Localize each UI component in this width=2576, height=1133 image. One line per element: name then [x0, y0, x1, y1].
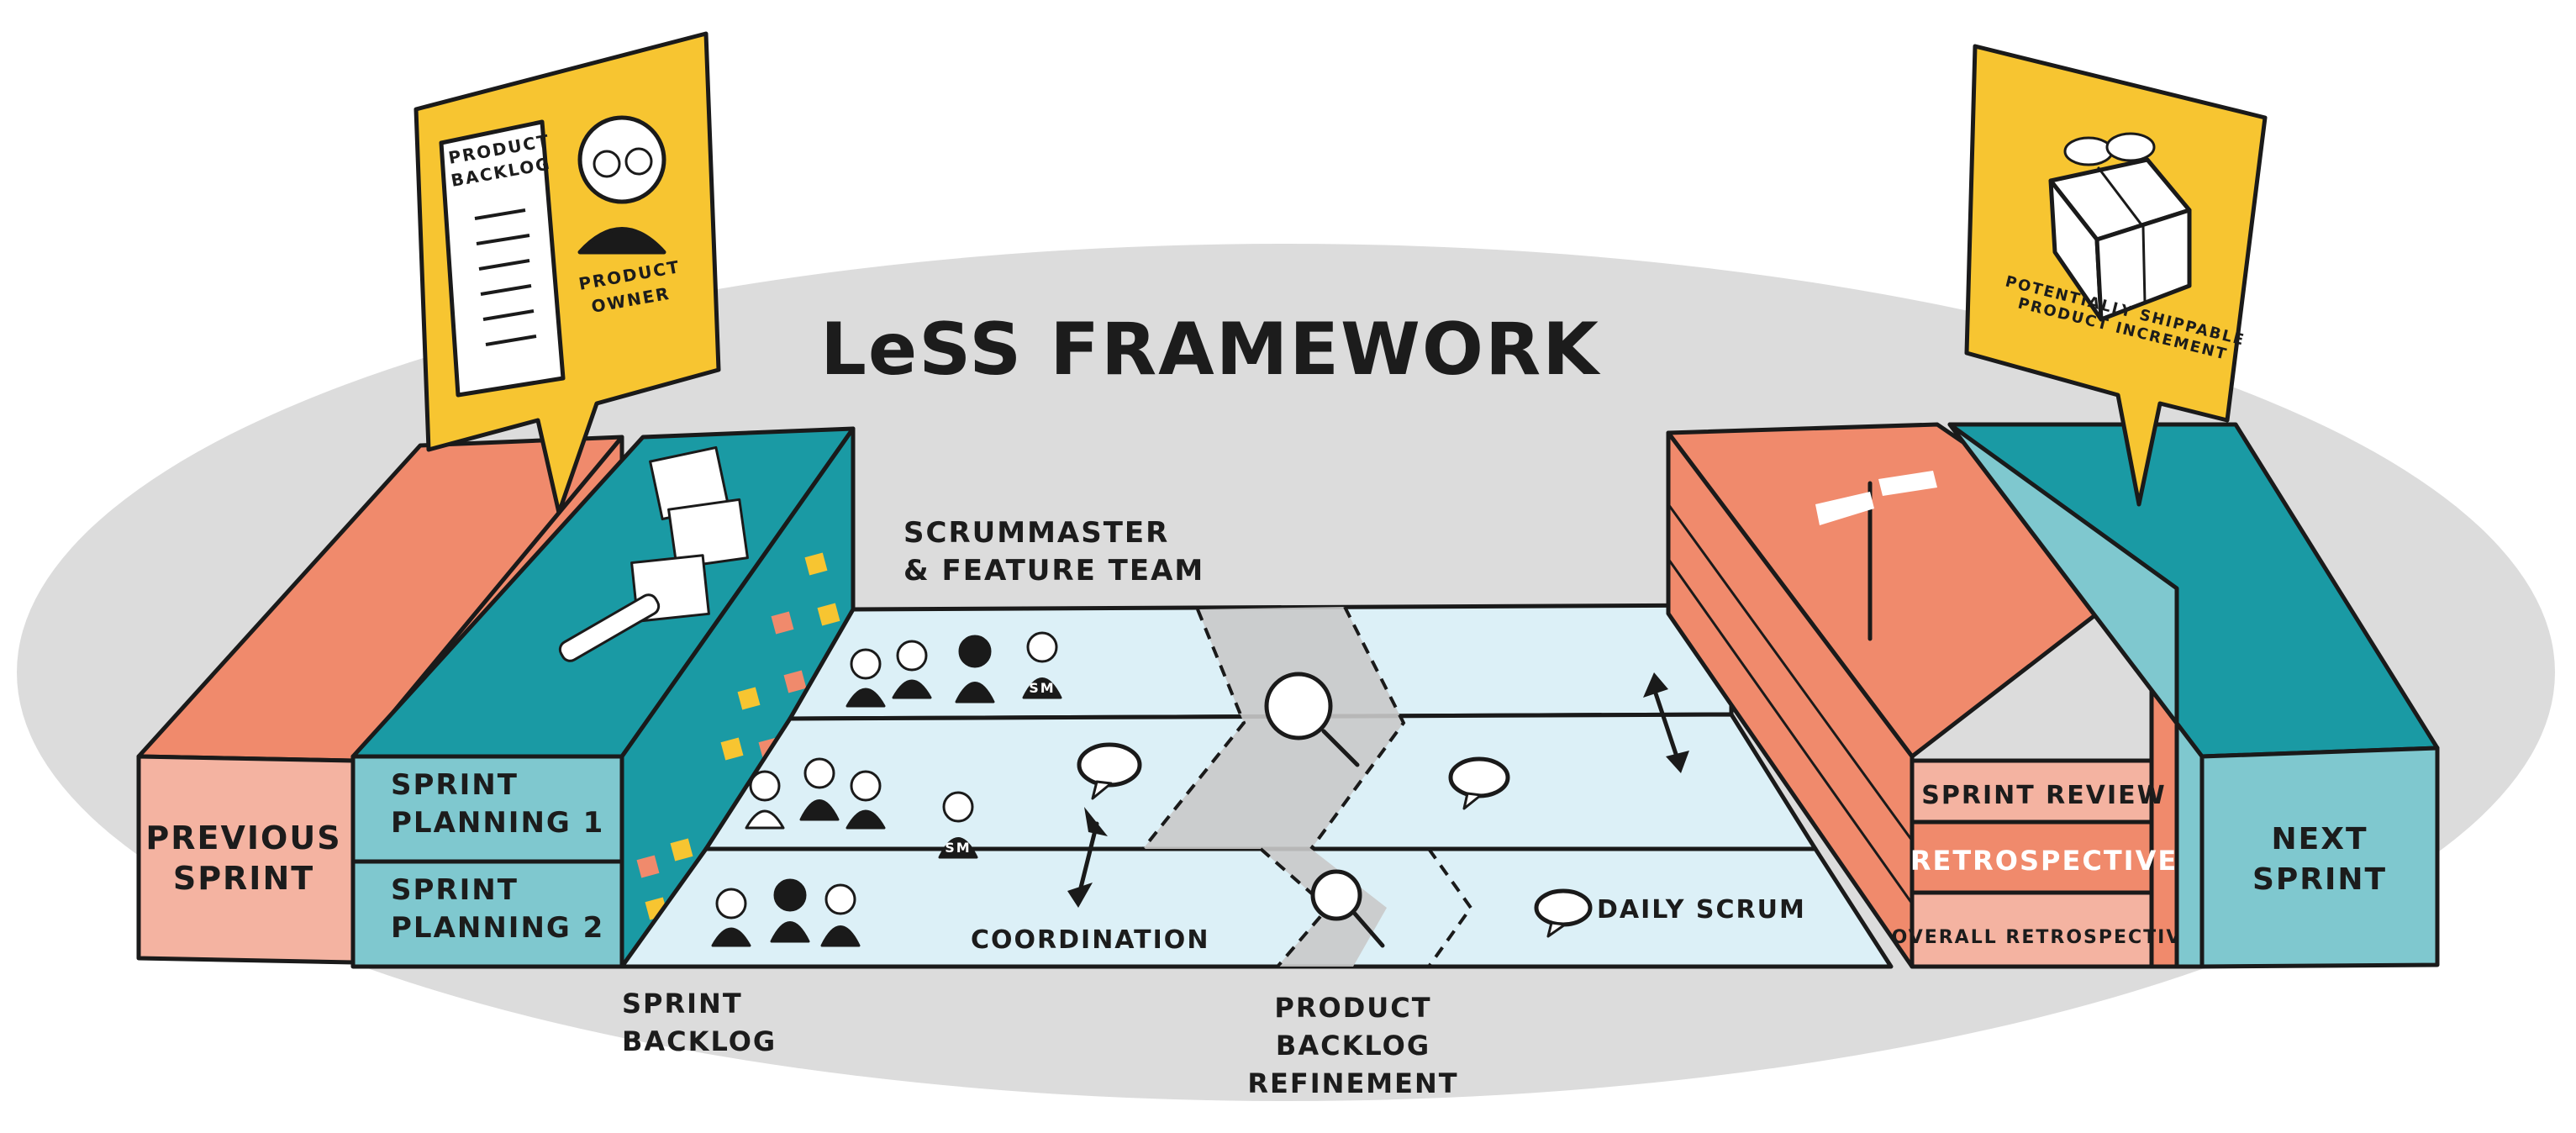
person-icon: [845, 770, 886, 830]
team-members-row2: [745, 757, 978, 859]
sprint-planning-block: [350, 426, 856, 969]
next-sprint-block: [1947, 422, 2440, 969]
refinement-line2: BACKLOG: [1276, 1030, 1430, 1062]
sprint-backlog-line2: BACKLOG: [622, 1025, 777, 1057]
signpost-icon: [1815, 471, 1937, 641]
person-icon: [770, 878, 810, 943]
scrummaster-team-line2: & FEATURE TEAM: [903, 554, 1204, 588]
next-sprint-line1: NEXT: [2271, 822, 2368, 856]
team-members-row1: [845, 631, 1062, 708]
coordination-label: COORDINATION: [971, 925, 1209, 955]
product-backlog-callout: [414, 31, 721, 515]
next-sprint-line2: SPRINT: [2252, 862, 2387, 897]
coordination-arrow-icon: [1643, 672, 1689, 773]
retrospective-label: RETROSPECTIVE: [1910, 845, 2178, 877]
product-owner-avatar: [577, 115, 666, 255]
speech-bubble-icon: [1534, 888, 1593, 938]
coordination-arrow-icon: [1067, 807, 1108, 908]
speech-bubble-icon: [1077, 742, 1142, 800]
diagram-title: LeSS FRAMEWORK: [820, 308, 1601, 392]
paper-notes-icon: [630, 445, 749, 623]
sprint-review-label: SPRINT REVIEW: [1921, 781, 2166, 810]
person-icon: [892, 640, 932, 699]
refinement-line1: PRODUCT: [1274, 992, 1431, 1024]
gift-icon: [2048, 132, 2192, 322]
scrummaster-badge: SM: [945, 840, 971, 856]
sprint-planning-2-line2: PLANNING 2: [391, 911, 604, 945]
scrummaster-team-line1: SCRUMMASTER: [903, 516, 1169, 550]
person-icon: [845, 648, 886, 708]
person-icon: [799, 757, 840, 821]
person-icon: [711, 888, 751, 947]
speech-bubble-icon: [1448, 756, 1510, 810]
sprint-planning-1-line2: PLANNING 1: [391, 806, 604, 840]
scrummaster-icon: [938, 791, 978, 859]
previous-sprint-label-line1: PREVIOUS: [145, 819, 341, 856]
overall-retrospective-label: OVERALL RETROSPECTIVE: [1892, 927, 2197, 948]
person-icon: [955, 635, 995, 704]
scrummaster-badge: SM: [1029, 680, 1055, 696]
team-members-row3: [711, 878, 861, 947]
person-icon: [820, 883, 861, 947]
sprint-backlog-line1: SPRINT: [622, 988, 743, 1020]
increment-callout: [1964, 44, 2268, 507]
magnifier-icon-small: [1310, 869, 1385, 948]
daily-scrum-label: DAILY SCRUM: [1597, 895, 1806, 925]
previous-sprint-label-line2: SPRINT: [173, 860, 314, 897]
sprint-planning-2-line1: SPRINT: [391, 873, 519, 907]
person-icon: [745, 770, 785, 830]
sprint-planning-1-line1: SPRINT: [391, 768, 519, 802]
pen-icon: [558, 593, 661, 662]
magnifier-icon: [1264, 672, 1360, 767]
scrummaster-icon: [1022, 631, 1062, 699]
refinement-line3: REFINEMENT: [1247, 1067, 1458, 1099]
